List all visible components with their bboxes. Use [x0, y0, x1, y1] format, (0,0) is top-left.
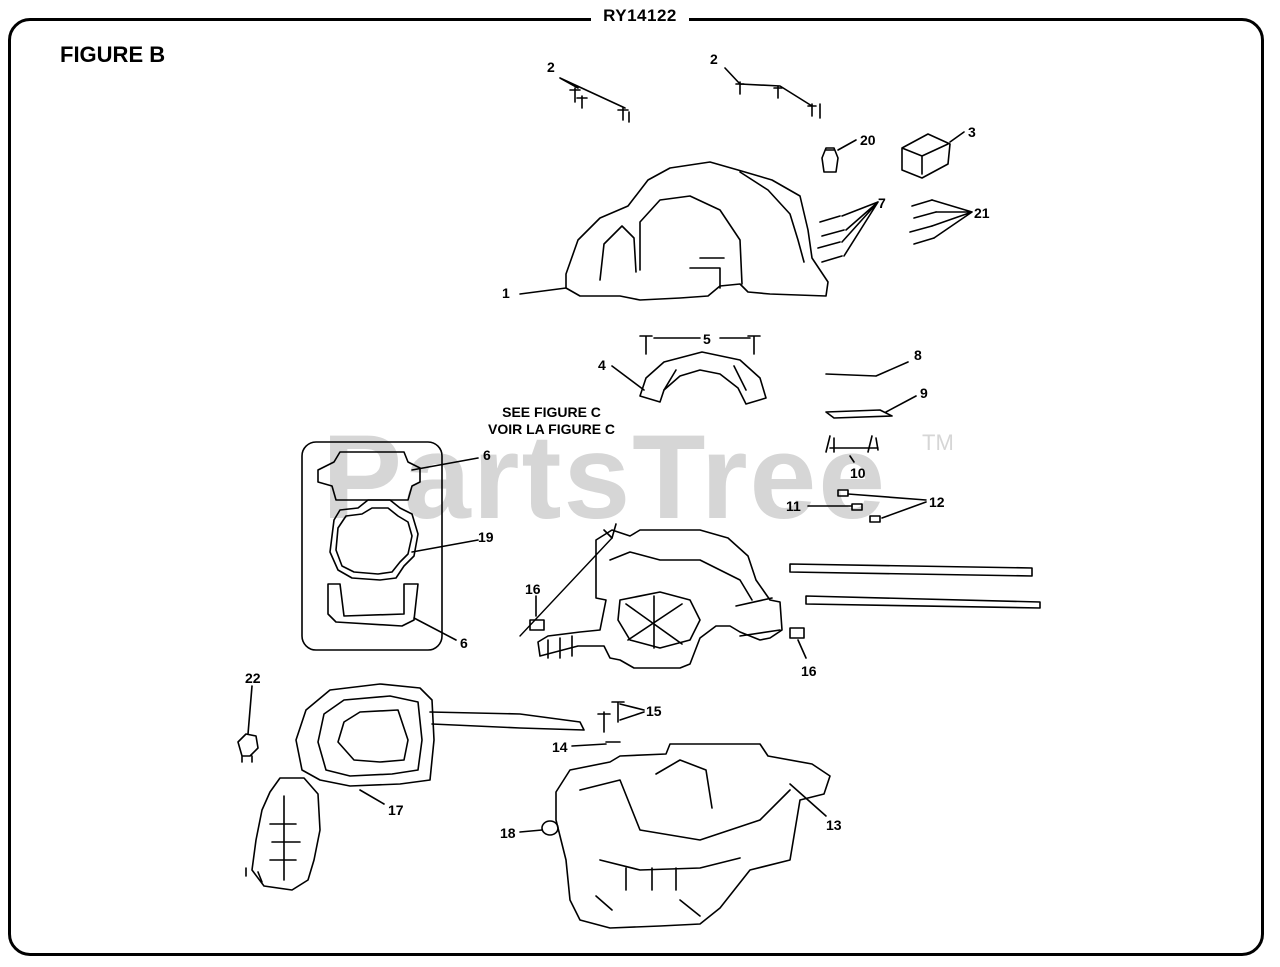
callout-22: 22 — [245, 670, 261, 686]
callout-7: 7 — [878, 195, 886, 211]
callout-2-left: 2 — [547, 59, 555, 75]
part-1-cover[interactable] — [519, 161, 829, 301]
part-13-base[interactable] — [555, 743, 831, 929]
callout-12: 12 — [929, 494, 945, 510]
part-10-clip[interactable] — [825, 435, 879, 463]
callout-20: 20 — [860, 132, 876, 148]
part-8-strip[interactable] — [825, 361, 909, 377]
part-17-hose-and-gun[interactable] — [245, 683, 585, 891]
part-2-screws-right[interactable] — [724, 67, 821, 119]
callout-labels: 1 2 2 3 4 5 6 6 7 8 9 10 11 12 13 14 15 … — [245, 51, 990, 841]
callout-13: 13 — [826, 817, 842, 833]
figure-title: FIGURE B — [60, 42, 166, 67]
callout-17: 17 — [388, 802, 404, 818]
part-5-bolts[interactable] — [639, 335, 761, 355]
callout-8: 8 — [914, 347, 922, 363]
watermark-trademark: TM — [922, 430, 954, 455]
pump-assembly[interactable] — [519, 523, 783, 669]
callout-1: 1 — [502, 285, 510, 301]
see-figure-note-en: SEE FIGURE C — [502, 404, 601, 420]
part-20-wire-nut[interactable] — [821, 147, 839, 173]
part-19-gasket[interactable] — [329, 499, 419, 581]
callout-18: 18 — [500, 825, 516, 841]
part-9-plate[interactable] — [825, 395, 917, 419]
callout-16-left: 16 — [525, 581, 541, 597]
callout-10: 10 — [850, 465, 866, 481]
callout-19: 19 — [478, 529, 494, 545]
callout-14: 14 — [552, 739, 568, 755]
rods[interactable] — [789, 563, 1041, 609]
callout-5: 5 — [703, 331, 711, 347]
part-6-bottom-gasket[interactable] — [327, 583, 419, 627]
part-11-12-parts[interactable] — [807, 489, 927, 523]
callout-4: 4 — [598, 357, 606, 373]
callout-3: 3 — [968, 124, 976, 140]
inset-box-gaskets[interactable] — [301, 441, 479, 651]
callout-11: 11 — [786, 498, 801, 514]
part-3-switch[interactable] — [901, 131, 965, 179]
part-16-right[interactable] — [789, 627, 807, 659]
part-4-bracket[interactable] — [611, 351, 767, 405]
see-figure-note-fr: VOIR LA FIGURE C — [488, 421, 616, 437]
part-2-screws-left[interactable] — [559, 77, 630, 123]
callout-16-right: 16 — [801, 663, 817, 679]
callout-6-top: 6 — [483, 447, 491, 463]
part-18-plug[interactable] — [519, 820, 559, 836]
part-7-terminals[interactable] — [817, 201, 879, 263]
part-14-pin[interactable] — [571, 741, 621, 747]
part-21-terminals[interactable] — [909, 199, 973, 245]
callout-6-bottom: 6 — [460, 635, 468, 651]
callout-9: 9 — [920, 385, 928, 401]
part-6-top-gasket[interactable] — [317, 451, 421, 501]
part-22-clip[interactable] — [237, 685, 259, 763]
see-figure-note[interactable]: SEE FIGURE C VOIR LA FIGURE C — [488, 404, 615, 438]
callout-2-right: 2 — [710, 51, 718, 67]
callout-21: 21 — [974, 205, 990, 221]
part-15-bolts[interactable] — [597, 701, 645, 733]
part-16-left[interactable] — [529, 595, 545, 631]
callout-15: 15 — [646, 703, 662, 719]
